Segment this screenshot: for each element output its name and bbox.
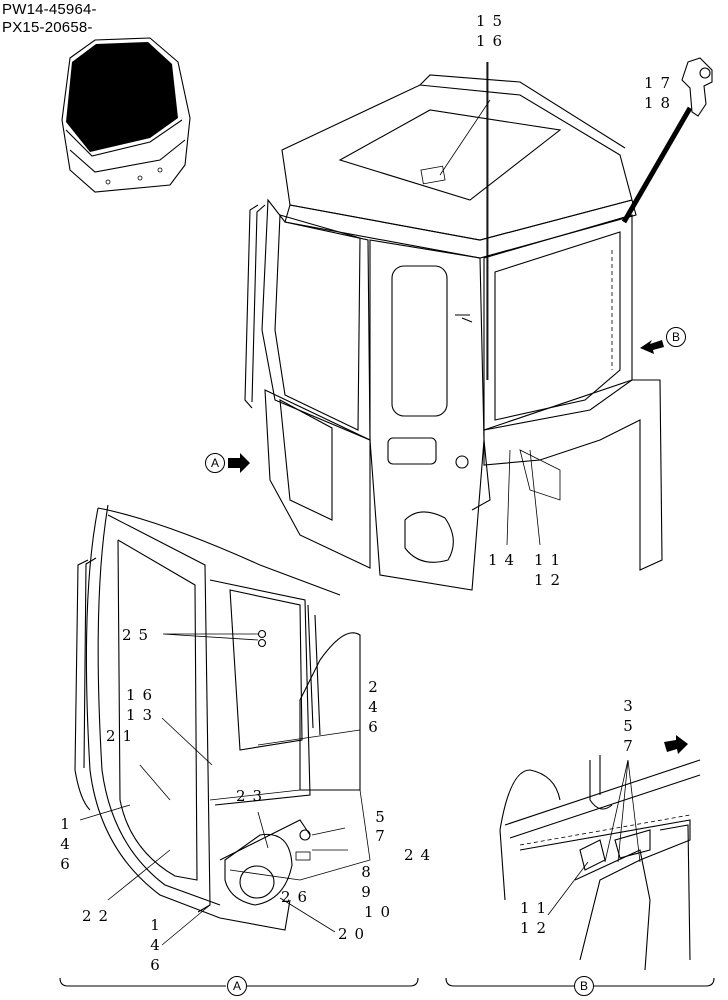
callout-5-detail-b: 5 — [623, 717, 633, 735]
callout-9: 9 — [361, 883, 371, 901]
view-brackets — [59, 977, 715, 987]
callout-22: 22 — [82, 907, 116, 925]
callout-1: 1 — [60, 815, 70, 833]
detail-b-view — [499, 735, 701, 971]
callout-18: 18 — [644, 94, 678, 112]
callout-25: 25 — [122, 626, 156, 644]
callout-6-lower: 6 — [150, 956, 160, 974]
callout-5: 5 — [375, 808, 385, 826]
callout-12-detail-b: 12 — [520, 919, 554, 937]
serial-range-1: PW14-45964- — [2, 1, 97, 18]
callout-7-detail-b: 7 — [623, 737, 633, 755]
callout-11: 11 — [534, 551, 568, 569]
callout-13: 13 — [126, 706, 160, 724]
callout-21: 21 — [106, 727, 140, 745]
view-a-reference: A — [205, 453, 225, 473]
callout-24: 24 — [404, 846, 438, 864]
cab-main-view — [228, 57, 713, 591]
detail-a-view — [74, 504, 371, 946]
callout-6-detail-a: 6 — [60, 855, 70, 873]
callout-10: 10 — [364, 903, 398, 921]
callout-12: 12 — [534, 571, 568, 589]
view-b-label: B — [574, 976, 594, 996]
callout-1-lower: 1 — [150, 916, 160, 934]
callout-3: 3 — [623, 697, 633, 715]
callout-14: 14 — [488, 551, 522, 569]
view-a-label: A — [227, 976, 247, 996]
callout-16: 16 — [476, 32, 510, 50]
cab-thumbnail — [61, 37, 191, 193]
callout-26: 26 — [281, 888, 315, 906]
callout-20: 20 — [338, 925, 372, 943]
callout-8: 8 — [361, 863, 371, 881]
callout-4: 4 — [368, 698, 378, 716]
callout-17: 17 — [644, 74, 678, 92]
callout-6: 6 — [368, 718, 378, 736]
callout-7: 7 — [375, 827, 385, 845]
callout-4-lower: 4 — [150, 936, 160, 954]
view-b-reference: B — [666, 327, 686, 347]
callout-2: 2 — [368, 678, 378, 696]
callout-23: 23 — [236, 787, 270, 805]
callout-16-detail-a: 16 — [126, 686, 160, 704]
callout-4-detail-a: 4 — [60, 835, 70, 853]
callout-15: 15 — [476, 12, 510, 30]
callout-11-detail-b: 11 — [520, 899, 554, 917]
serial-range-2: PX15-20658- — [2, 19, 93, 36]
